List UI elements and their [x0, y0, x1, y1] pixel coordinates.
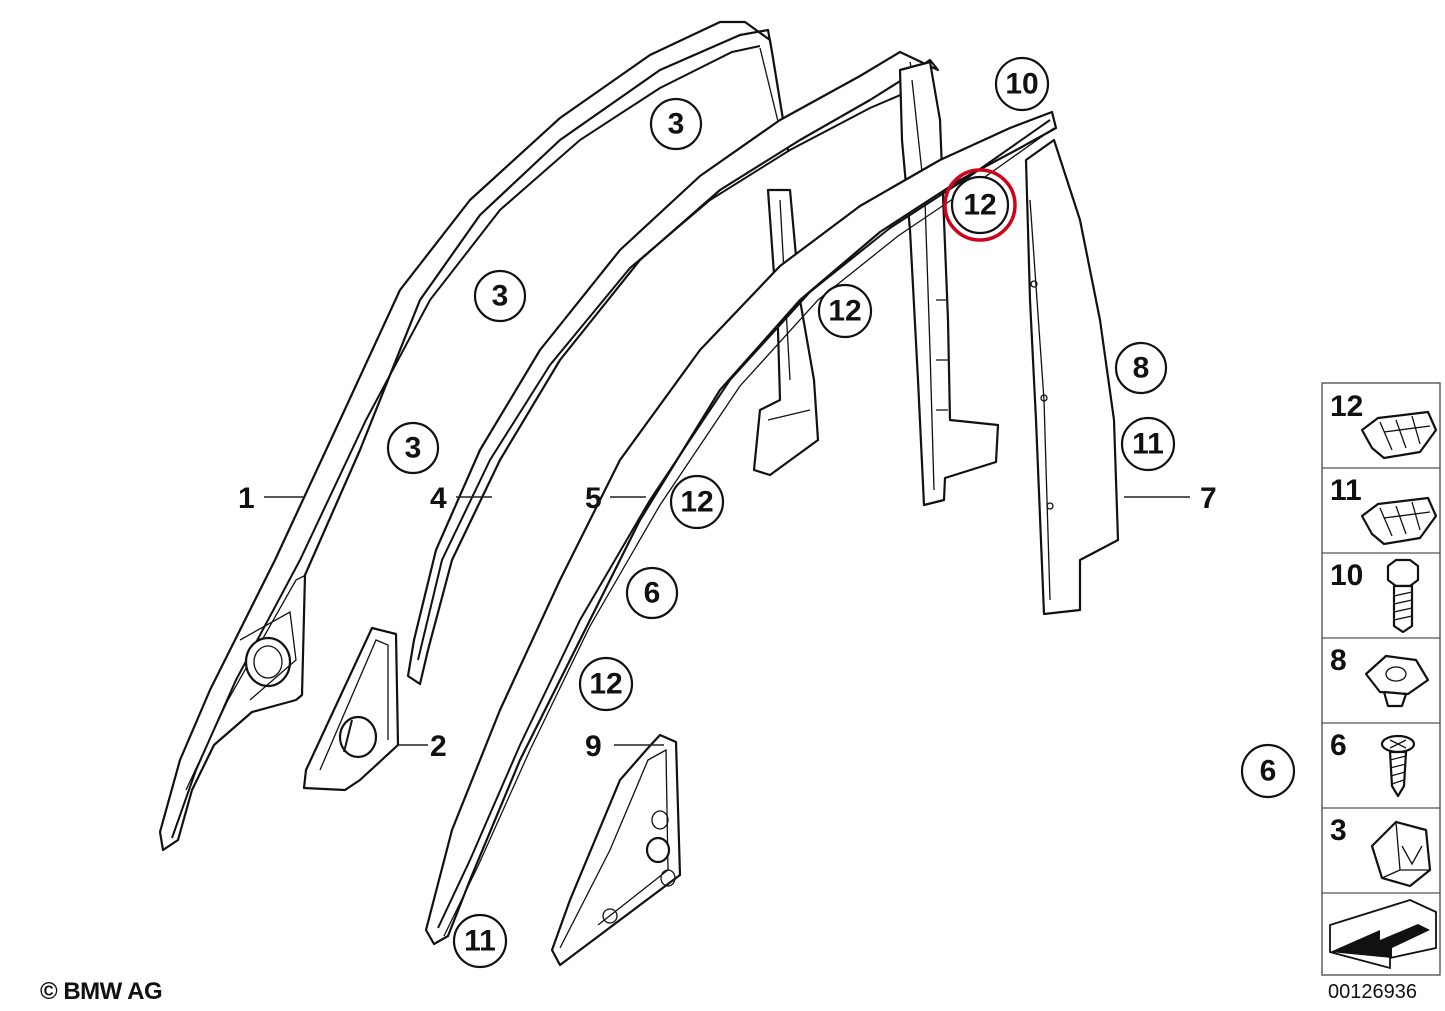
callout-12-highlighted: 12 — [943, 168, 1017, 242]
callout-text: 12 — [589, 668, 622, 701]
callouts: 3 3 3 10 12 12 12 12 — [386, 56, 1296, 969]
legend-number: 6 — [1330, 729, 1347, 762]
legend-row-10: 10 — [1330, 558, 1420, 634]
legend-row-11: 11 — [1330, 474, 1438, 546]
legend-number: 3 — [1330, 814, 1347, 847]
part-1-pillar-trim — [158, 20, 790, 852]
callout-text: 12 — [828, 295, 861, 328]
label-4: 4 — [430, 482, 447, 515]
callout-text: 11 — [1132, 428, 1164, 461]
legend-row-3: 3 — [1330, 814, 1432, 888]
callout-text: 8 — [1133, 352, 1150, 385]
callout-12: 12 — [817, 283, 873, 339]
label-1: 1 — [238, 482, 255, 515]
callout-10: 10 — [994, 56, 1050, 112]
hex-bolt-icon — [1386, 558, 1420, 634]
label-7: 7 — [1200, 482, 1217, 515]
callout-text: 3 — [492, 280, 509, 313]
callout-text: 3 — [668, 108, 685, 141]
part-9-trim-panel — [550, 733, 682, 967]
drawing-number: 00126936 — [1328, 981, 1417, 1003]
arrow-symbol-icon — [1329, 899, 1437, 970]
copyright-text: © BMW AG — [40, 978, 163, 1005]
callout-text: 6 — [644, 577, 661, 610]
legend-number: 8 — [1330, 644, 1347, 677]
clip-icon — [1360, 496, 1438, 546]
callout-11: 11 — [452, 913, 508, 969]
callout-text: 10 — [1005, 68, 1038, 101]
leader-labels: 1 4 5 7 2 9 — [238, 482, 1217, 763]
part-5-door-seal — [424, 110, 1058, 946]
callout-3: 3 — [386, 421, 440, 475]
label-5: 5 — [585, 482, 602, 515]
callout-3: 3 — [649, 97, 703, 151]
screw-icon — [1380, 734, 1416, 798]
callout-6: 6 — [625, 566, 679, 620]
legend-number: 10 — [1330, 559, 1363, 592]
fastener-legend: 12 11 10 8 — [1321, 382, 1441, 976]
legend-row-6: 6 — [1330, 729, 1416, 798]
legend-number: 11 — [1330, 474, 1362, 507]
callout-6: 6 — [1240, 743, 1296, 799]
spring-clip-icon — [1370, 820, 1432, 888]
legend-number: 12 — [1330, 390, 1363, 423]
callout-text: 12 — [680, 486, 713, 519]
label-9: 9 — [585, 730, 602, 763]
callout-text: 3 — [405, 432, 422, 465]
callout-text: 6 — [1260, 755, 1277, 788]
leader-lines — [264, 496, 1190, 746]
label-2: 2 — [430, 730, 447, 763]
highlight-ring — [943, 168, 1017, 242]
clip-icon — [1360, 410, 1438, 460]
callout-11: 11 — [1120, 416, 1176, 472]
legend-row-8: 8 — [1330, 644, 1430, 708]
callout-8: 8 — [1114, 341, 1168, 395]
callout-12: 12 — [578, 656, 634, 712]
legend-row-12: 12 — [1330, 390, 1438, 460]
callout-text: 12 — [963, 189, 996, 222]
part-7-b-pillar-trim — [1024, 138, 1120, 616]
callout-3: 3 — [473, 269, 527, 323]
expanding-nut-icon — [1364, 654, 1430, 708]
callout-text: 11 — [464, 925, 496, 958]
callout-12: 12 — [669, 474, 725, 530]
part-2-mirror-triangle — [302, 626, 400, 792]
